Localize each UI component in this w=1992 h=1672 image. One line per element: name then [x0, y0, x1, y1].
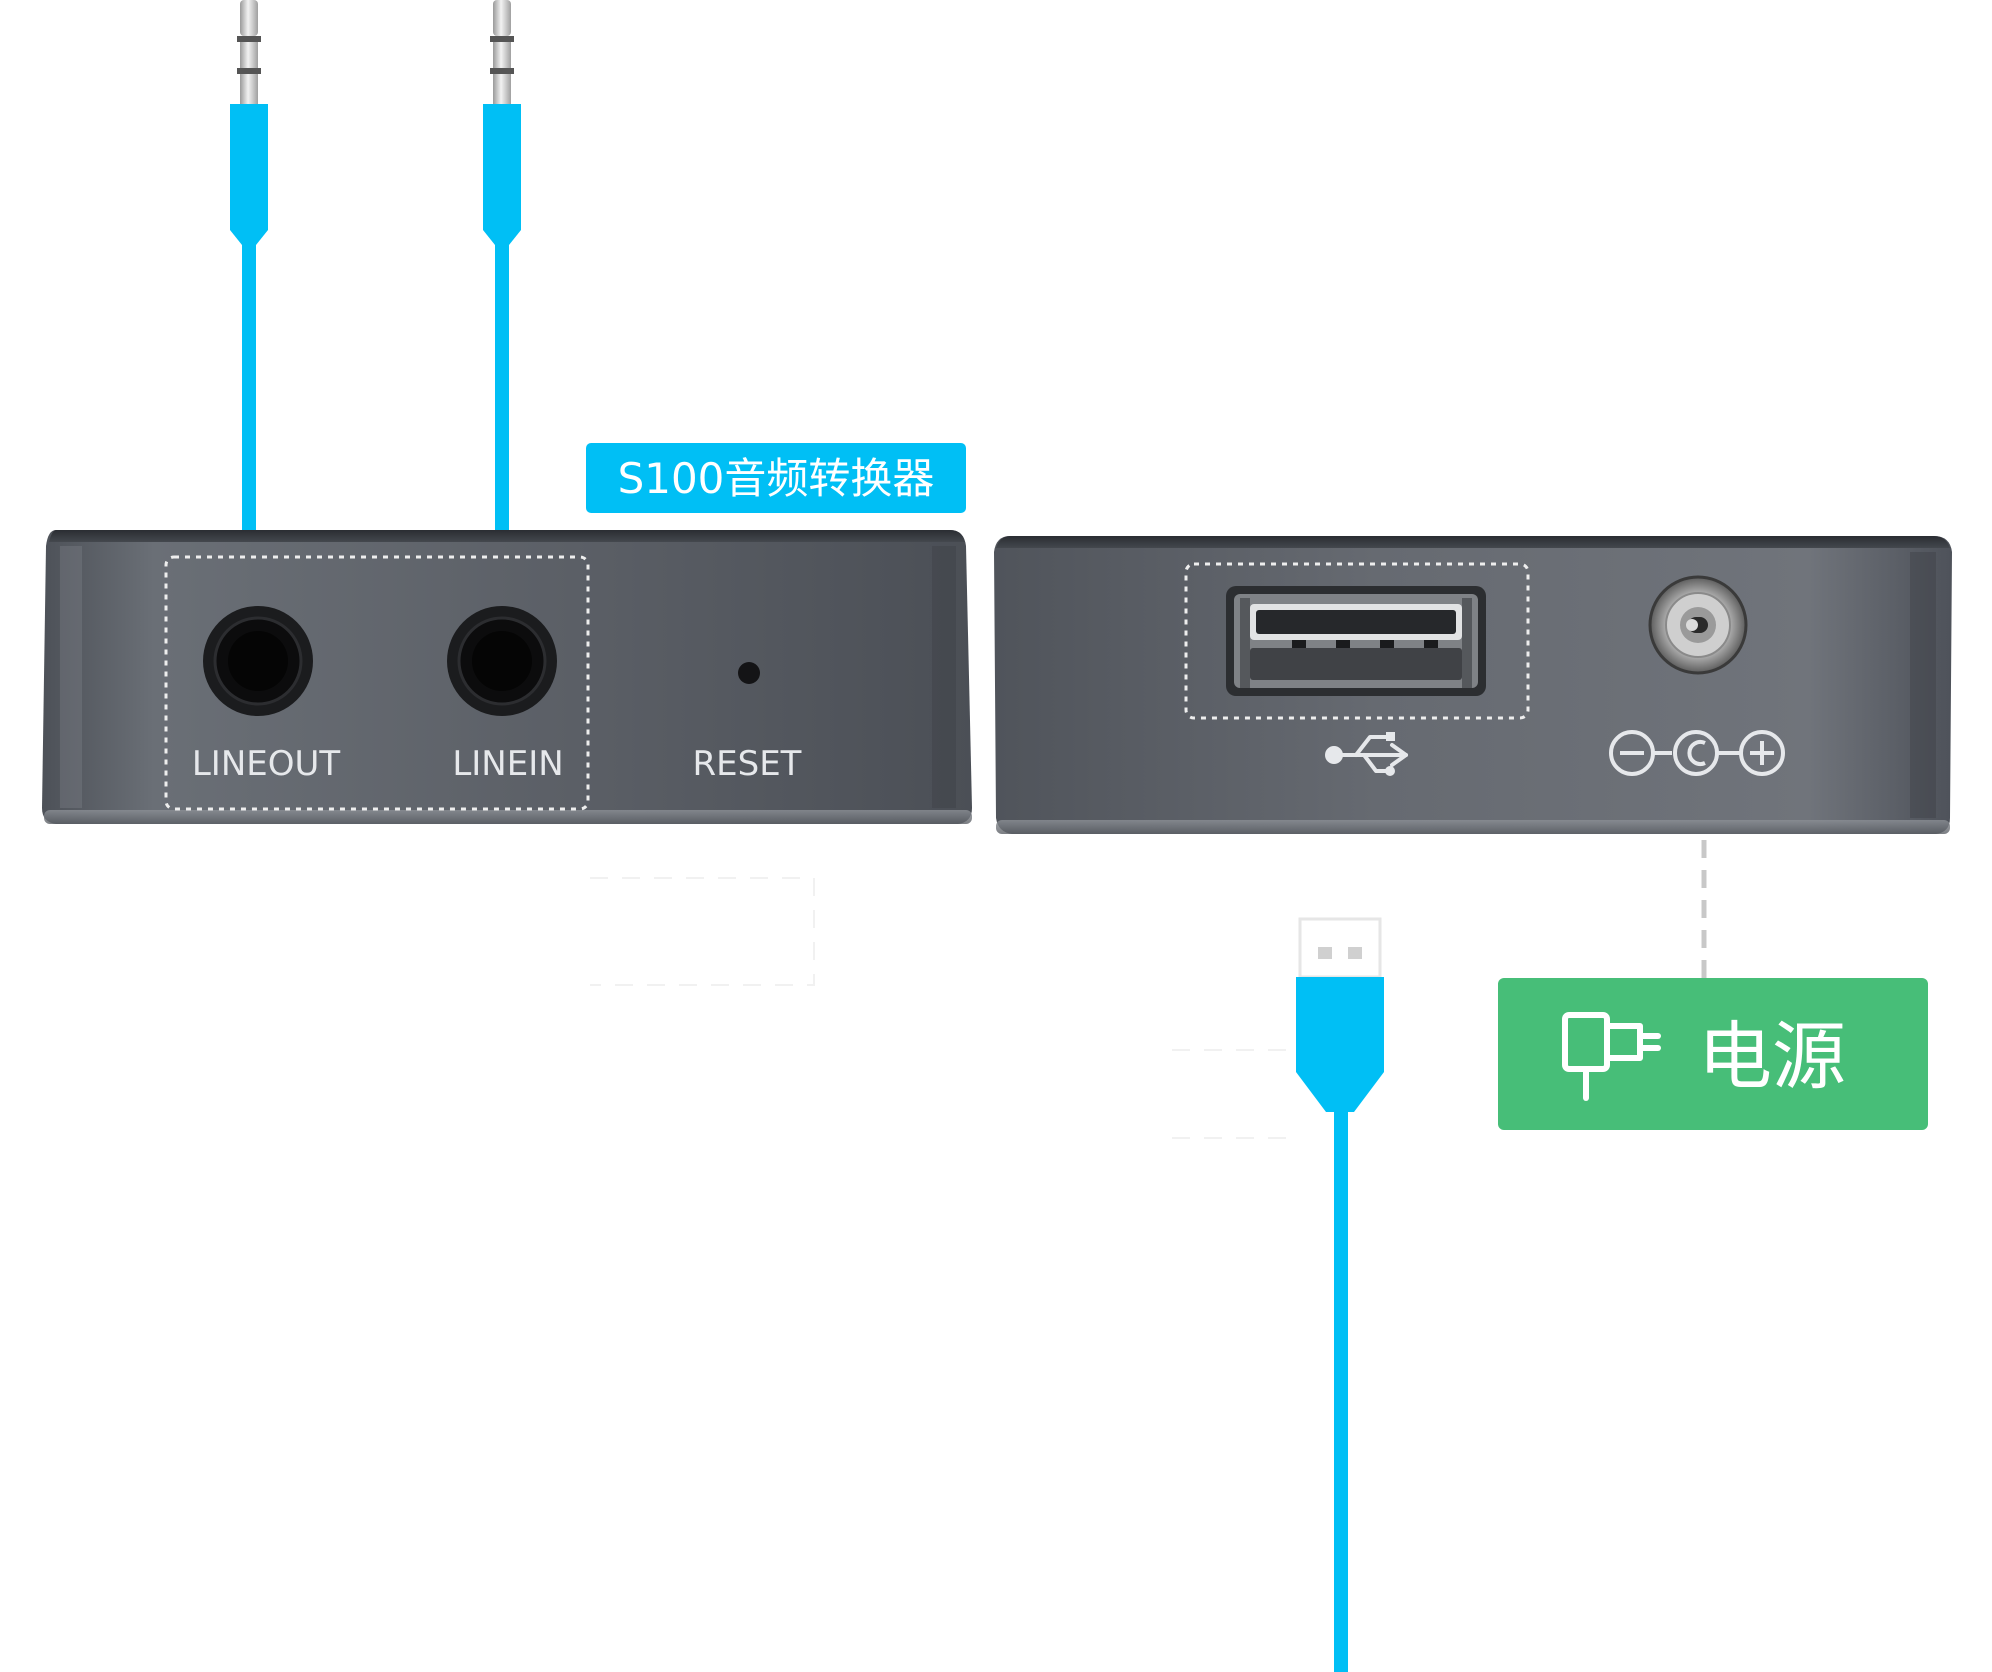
audio-ports-highlight — [164, 555, 590, 811]
device-panel-left: LINEOUT LINEIN RESET — [42, 530, 972, 824]
device-label: S100音频转换器 — [618, 454, 935, 503]
power-badge: 电源 — [1498, 978, 1928, 1130]
reset-label: RESET — [693, 744, 802, 784]
dc-power-jack[interactable] — [1648, 575, 1748, 675]
reset-button[interactable] — [738, 662, 760, 684]
power-plug-icon — [1562, 1012, 1661, 1101]
dc-polarity-icon — [1609, 730, 1785, 776]
usb-port-highlight — [1184, 562, 1530, 720]
usb-a-port[interactable] — [1226, 586, 1486, 696]
faint-guides — [590, 877, 1300, 1139]
usb-icon — [1325, 732, 1408, 776]
audio-cable-linein — [483, 0, 521, 532]
linein-label: LINEIN — [452, 744, 563, 784]
lineout-label: LINEOUT — [192, 744, 341, 784]
device-label-badge: S100音频转换器 — [586, 443, 966, 513]
linein-jack[interactable] — [447, 606, 557, 716]
audio-cable-lineout — [230, 0, 268, 532]
lineout-jack[interactable] — [203, 606, 313, 716]
power-label: 电源 — [1698, 1014, 1846, 1100]
usb-cable — [1296, 917, 1384, 1672]
device-panel-right — [994, 536, 1952, 834]
